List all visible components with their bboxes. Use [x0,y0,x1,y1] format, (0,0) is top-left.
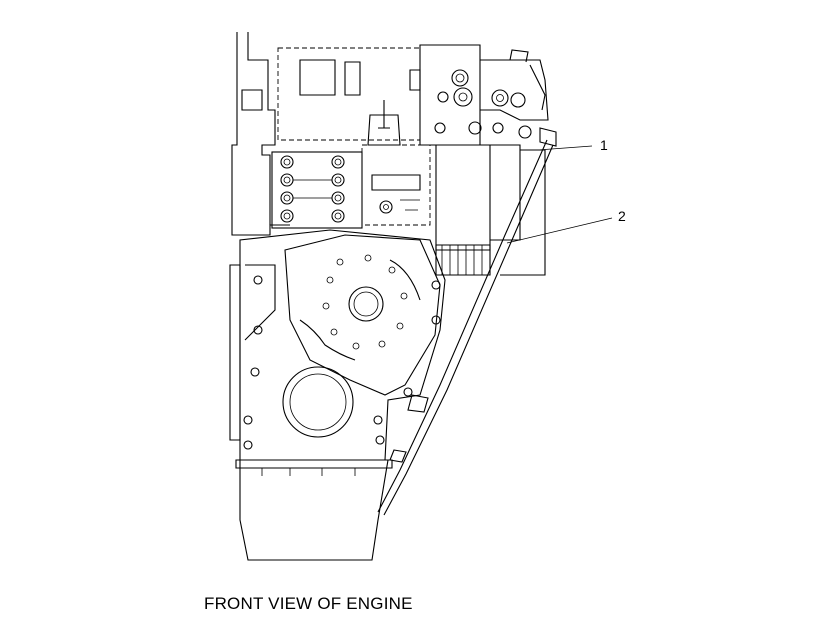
dipstick-tube [377,127,557,516]
oil-pan [235,459,393,561]
leader-line-2 [506,217,613,244]
head-small-port [409,69,421,91]
block-left-inner [247,32,276,225]
figure-caption: FRONT VIEW OF ENGINE [204,594,413,613]
callout-1: 1 [600,137,608,153]
head-windows [299,59,361,96]
leader-line-1 [537,145,593,151]
filter-assembly [419,44,549,276]
thermostat-housing [361,100,431,226]
block-port [241,89,263,111]
front-cover [229,229,446,461]
block-left-outline [231,32,290,236]
bolt-cluster-left [271,151,363,229]
callout-2: 2 [618,208,626,224]
